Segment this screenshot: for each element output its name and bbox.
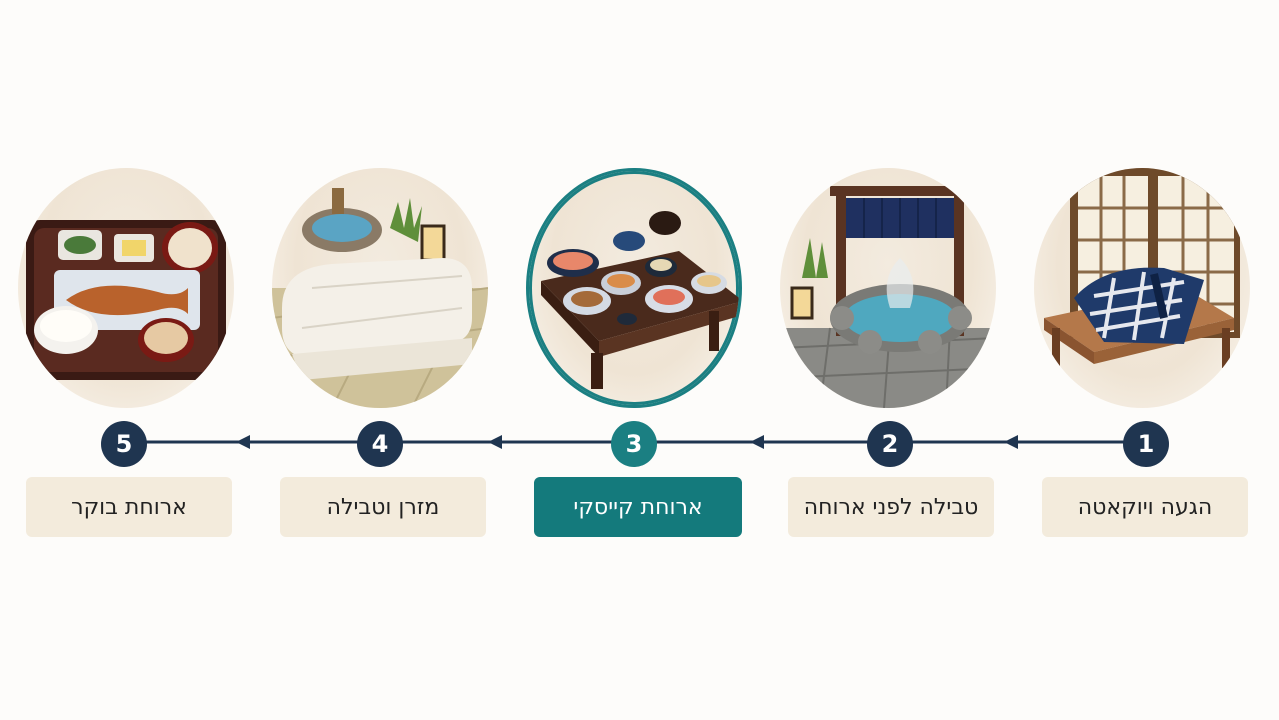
step-label-2: טבילה לפני ארוחה <box>788 477 994 537</box>
step-number-3: 3 <box>611 421 657 467</box>
step-label-1: הגעה ויוקאטה <box>1042 477 1248 537</box>
step-number-5: 5 <box>101 421 147 467</box>
arrow-left-icon <box>488 435 502 449</box>
arrow-left-icon <box>750 435 764 449</box>
step-5-illustration <box>18 168 234 408</box>
onsen-bath-icon <box>780 186 996 408</box>
step-number-1: 1 <box>1123 421 1169 467</box>
kaiseki-meal-icon <box>541 211 739 389</box>
breakfast-tray-icon <box>26 220 226 380</box>
arrow-left-icon <box>1004 435 1018 449</box>
step-4-illustration <box>272 168 488 408</box>
yukata-screen-icon <box>1044 168 1240 368</box>
step-number-2: 2 <box>867 421 913 467</box>
step-label-3: ארוחת קייסקי <box>534 477 742 537</box>
step-1-illustration <box>1034 168 1250 408</box>
step-number-4: 4 <box>357 421 403 467</box>
step-label-4: מזרן וטבילה <box>280 477 486 537</box>
step-3-illustration <box>526 168 742 408</box>
step-label-5: ארוחת בוקר <box>26 477 232 537</box>
step-2-illustration <box>780 168 996 408</box>
futon-bath-icon <box>272 188 488 408</box>
arrow-left-icon <box>236 435 250 449</box>
